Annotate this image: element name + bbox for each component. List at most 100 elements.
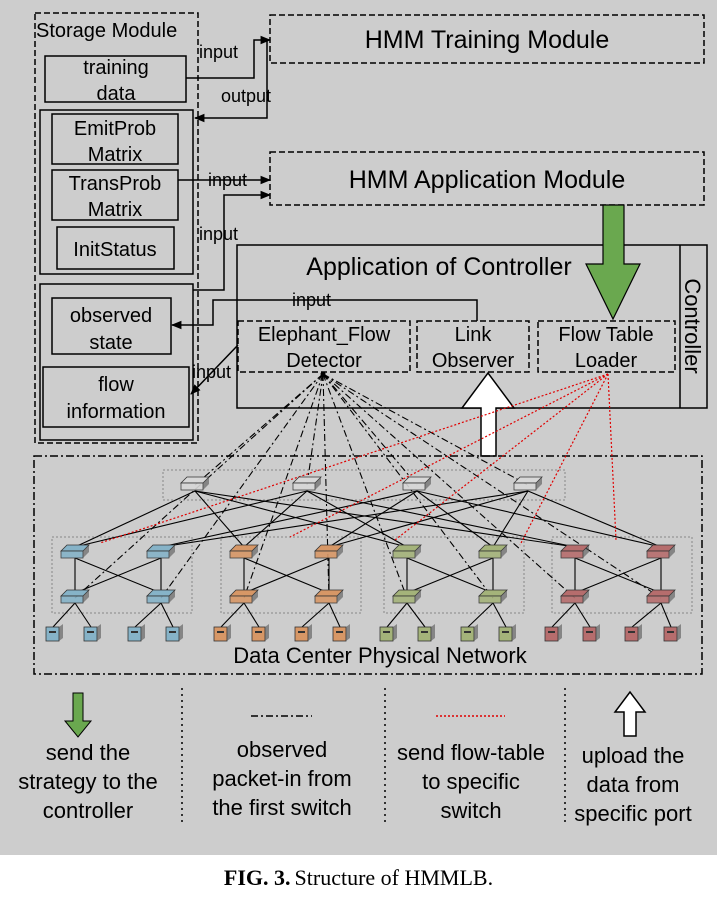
packet-in-line: [243, 373, 324, 599]
switch-side: [337, 545, 343, 558]
switch-side: [252, 545, 258, 558]
host-body: [83, 626, 98, 642]
hmm-training-title: HMM Training Module: [365, 26, 610, 54]
aggregation-switch-icon: [646, 544, 676, 559]
input-label-4: input: [292, 290, 331, 310]
legend: send the strategy to the controller obse…: [18, 688, 692, 826]
host-side: [227, 624, 231, 641]
edge-switch-icon: [60, 589, 90, 604]
switch-front: [392, 550, 416, 559]
edge-host-link: [301, 602, 330, 628]
detector-source-dot: [320, 371, 326, 377]
edge-host-link: [134, 602, 162, 628]
caption-label: FIG. 3.: [223, 865, 291, 890]
training-data-label-2: data: [97, 83, 137, 105]
switch-side: [425, 477, 431, 490]
edge-host-link: [220, 602, 245, 628]
flow-table-line: [394, 373, 609, 541]
edge-switch-icon: [314, 589, 344, 604]
switch-front: [392, 595, 416, 604]
switch-side: [501, 545, 507, 558]
host-slot: [383, 631, 390, 633]
elephant-label-1: Elephant_Flow: [258, 324, 391, 346]
switch-side: [536, 477, 542, 490]
hmm-application-title: HMM Application Module: [349, 166, 626, 194]
host-side: [677, 624, 681, 641]
switch-front: [60, 595, 84, 604]
core-agg-link: [306, 490, 408, 548]
server-host-icon: [127, 624, 145, 642]
host-slot: [131, 631, 138, 633]
switch-front: [560, 595, 584, 604]
edge-host-link: [492, 602, 507, 628]
flow-table-line: [99, 373, 609, 544]
core-switch-icon: [180, 476, 210, 491]
switch-front: [180, 482, 204, 491]
packet-in-line: [160, 373, 324, 599]
core-agg-link: [74, 490, 196, 548]
flow-table-loader-label-1: Flow Table: [558, 324, 653, 346]
host-slot: [255, 631, 262, 633]
host-body: [213, 626, 228, 642]
switch-front: [60, 550, 84, 559]
edge-switch-icon: [146, 589, 176, 604]
core-agg-link: [328, 490, 529, 548]
initstatus-label: InitStatus: [73, 239, 156, 261]
packet-in-line: [194, 373, 324, 486]
caption-text: Structure of HMMLB.: [294, 865, 494, 890]
host-side: [558, 624, 562, 641]
server-host-icon: [460, 624, 478, 642]
switch-side: [252, 590, 258, 603]
switch-side: [315, 477, 321, 490]
switch-front: [646, 595, 670, 604]
host-body: [294, 626, 309, 642]
host-side: [431, 624, 435, 641]
packet-in-line: [322, 373, 576, 599]
host-slot: [628, 631, 635, 633]
server-host-icon: [417, 624, 435, 642]
aggregation-switch-icon: [60, 544, 90, 559]
server-host-icon: [498, 624, 516, 642]
core-agg-link: [492, 490, 529, 548]
switch-front: [478, 550, 502, 559]
server-host-icon: [624, 624, 642, 642]
agg-edge-link: [406, 557, 494, 594]
host-body: [332, 626, 347, 642]
switch-side: [415, 545, 421, 558]
switch-front: [292, 482, 316, 491]
packet-in-line: [322, 373, 408, 599]
legend-hollow-arrow-icon: [613, 690, 647, 737]
green-strategy-arrow: [585, 204, 641, 321]
hmmlb-structure-diagram: Storage Module training data EmitProb Ma…: [18, 12, 708, 826]
aggregation-switch-icon: [229, 544, 259, 559]
core-agg-link: [416, 490, 662, 548]
flow-information-label-1: flow: [98, 374, 134, 396]
host-slot: [298, 631, 305, 633]
switch-side: [501, 590, 507, 603]
host-side: [474, 624, 478, 641]
legend-2-line-3: the first switch: [212, 795, 351, 820]
host-slot: [336, 631, 343, 633]
server-host-icon: [45, 624, 63, 642]
hmm-training-module: HMM Training Module: [269, 14, 705, 64]
host-side: [308, 624, 312, 641]
switch-side: [83, 545, 89, 558]
legend-1-line-3: controller: [43, 798, 133, 823]
emitprob-label-2: Matrix: [88, 144, 142, 166]
switch-front: [146, 595, 170, 604]
packet-in-line: [322, 373, 330, 599]
core-agg-link: [416, 490, 494, 548]
flow-table-line: [519, 373, 609, 546]
switch-front: [314, 550, 338, 559]
switch-side: [583, 590, 589, 603]
switch-side: [83, 590, 89, 603]
input-label-1: input: [199, 42, 238, 62]
host-slot: [548, 631, 555, 633]
legend-green-arrow-icon: [63, 692, 93, 738]
host-side: [596, 624, 600, 641]
host-side: [141, 624, 145, 641]
observed-state-label-2: state: [89, 332, 132, 354]
core-agg-link: [160, 490, 418, 548]
legend-3-line-3: switch: [440, 798, 501, 823]
flow-table-line: [289, 373, 609, 538]
